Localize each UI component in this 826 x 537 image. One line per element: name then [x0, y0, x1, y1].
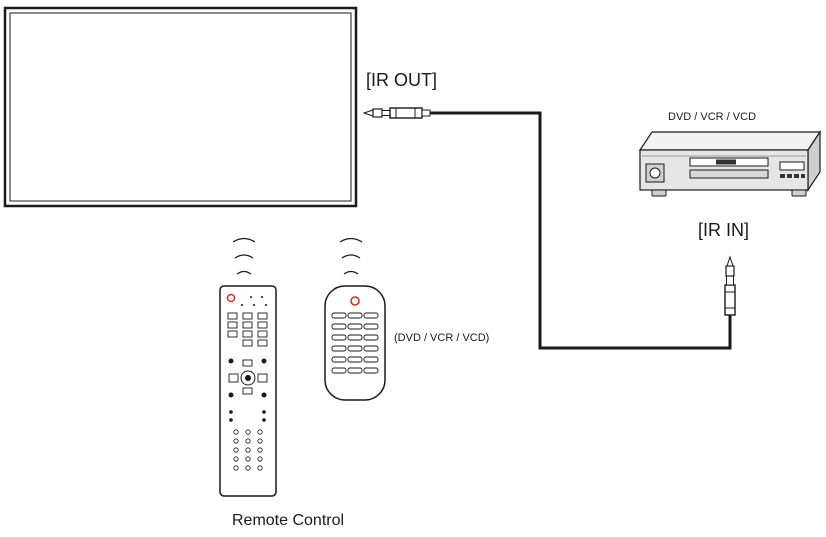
dvd-player-icon	[638, 130, 822, 197]
player-remote-label: (DVD / VCR / VCD)	[394, 332, 490, 344]
ir-signal-icon	[339, 237, 363, 275]
ir-in-plug-icon	[724, 255, 736, 316]
ir-in-label: [IR IN]	[698, 220, 750, 240]
ir-signal-icon	[232, 237, 256, 275]
ir-out-label: [IR OUT]	[366, 70, 437, 90]
ir-cable	[430, 111, 732, 350]
player-label: DVD / VCR / VCD	[668, 111, 757, 123]
remote-control-icon	[219, 285, 277, 497]
remote-control-label: Remote Control	[232, 512, 345, 529]
display-monitor-icon	[3, 6, 358, 208]
player-remote-icon	[324, 285, 386, 401]
ir-out-plug-icon	[362, 107, 431, 119]
